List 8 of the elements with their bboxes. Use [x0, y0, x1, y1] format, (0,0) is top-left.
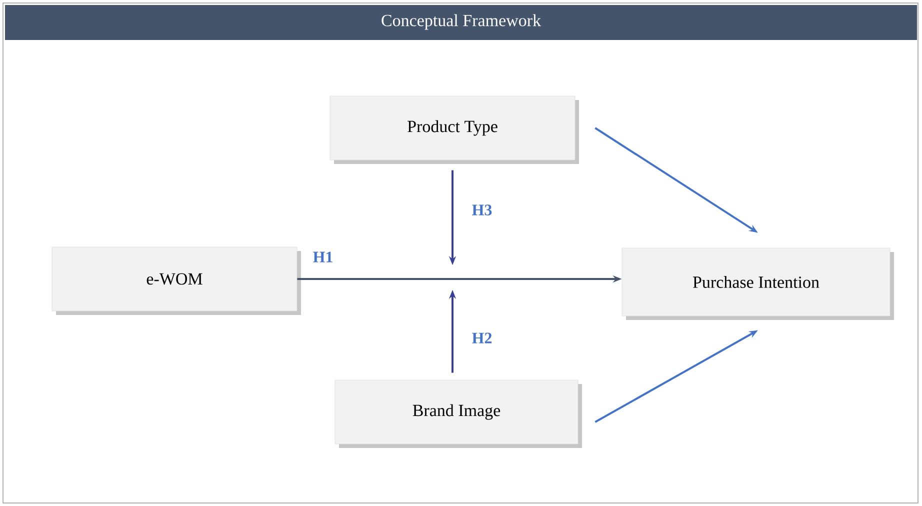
- concept-box: Purchase Intention: [622, 248, 894, 320]
- hypothesis-label: H3: [470, 204, 494, 216]
- concept-box: e-WOM: [52, 246, 301, 315]
- concept-box: Brand Image: [334, 380, 582, 448]
- title-bar: Conceptual Framework: [5, 5, 917, 40]
- hypothesis-label: H1: [312, 250, 334, 264]
- hypothesis-label: H2: [470, 332, 494, 344]
- concept-box: Product Type: [330, 96, 579, 164]
